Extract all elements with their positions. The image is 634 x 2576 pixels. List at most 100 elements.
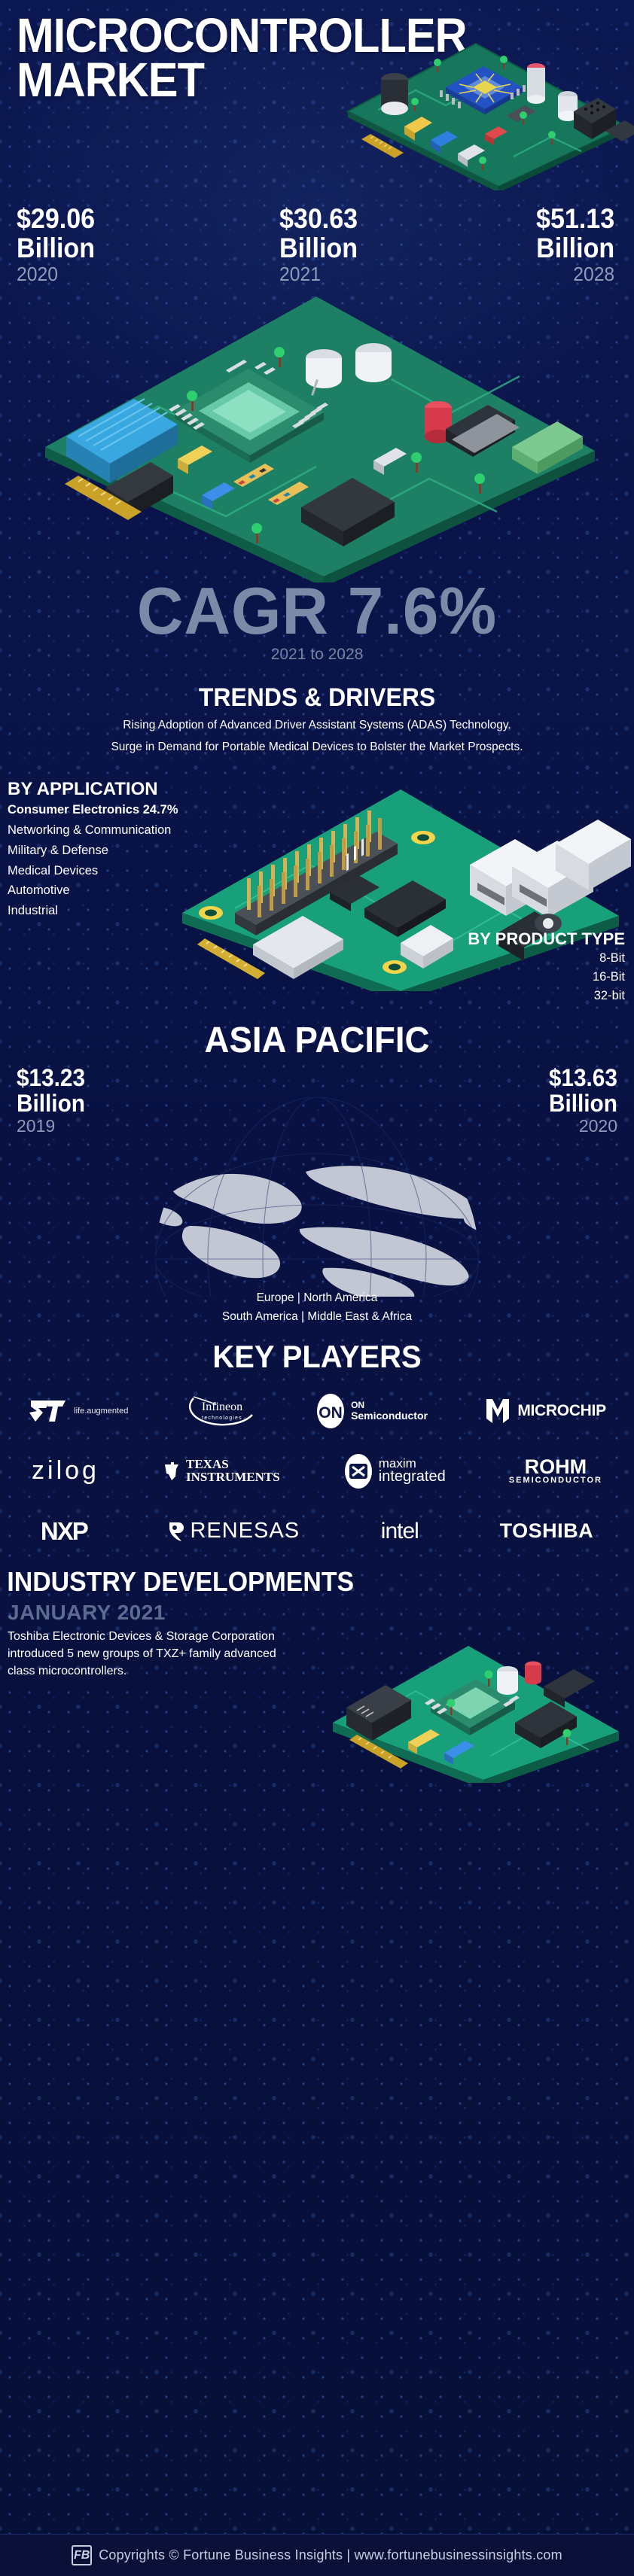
infineon-logo-tagline: technologies bbox=[202, 1416, 242, 1421]
globe-icon bbox=[155, 1097, 479, 1422]
microchip-logo-icon bbox=[486, 1398, 510, 1423]
market-stat-value: $30.63 bbox=[279, 203, 358, 234]
market-stat-unit: Billion bbox=[279, 232, 358, 263]
application-item: Automotive bbox=[8, 884, 70, 898]
large-circuit-board-illustration bbox=[0, 289, 634, 588]
large-circuit-board-isometric-icon bbox=[45, 297, 595, 588]
application-item: Medical Devices bbox=[8, 863, 99, 877]
market-stat-year: 2020 bbox=[17, 262, 58, 285]
trends-title: TRENDS & DRIVERS bbox=[198, 683, 436, 713]
footer-logo-text: FB bbox=[74, 2548, 90, 2562]
renesas-logo-name: RENESAS bbox=[190, 1519, 300, 1543]
toshiba-logo-name: TOSHIBA bbox=[499, 1519, 594, 1543]
ti-logo-tagline: INSTRUMENTS bbox=[186, 1469, 280, 1484]
industry-circuit-board-isometric-icon bbox=[333, 1645, 619, 1783]
circuit-board-isometric-icon bbox=[346, 42, 634, 190]
on-logo-tagline: Semiconductor bbox=[351, 1409, 428, 1422]
regions-list: Europe | North America South America | M… bbox=[0, 1289, 634, 1327]
cagr-value: CAGR 7.6% bbox=[136, 573, 498, 649]
cagr-period: 2021 to 2028 bbox=[270, 646, 364, 664]
st-logo-icon bbox=[29, 1400, 66, 1422]
page-title: MICROCONTROLLER MARKET bbox=[17, 11, 591, 104]
infineon-logo-icon: Infineon technologies bbox=[188, 1395, 253, 1425]
rohm-logo-tagline: SEMICONDUCTOR bbox=[508, 1476, 602, 1486]
region-stat-year: 2019 bbox=[17, 1116, 56, 1136]
market-stat-year: 2021 bbox=[279, 262, 322, 285]
product-type-item: 8-Bit bbox=[599, 951, 625, 966]
renesas-logo-mark-icon bbox=[169, 1522, 184, 1541]
on-logo-name: ON bbox=[351, 1399, 365, 1410]
texas-instruments-state-icon bbox=[165, 1461, 178, 1480]
market-stat-2021: $30.63 Billion 2021 bbox=[279, 203, 364, 286]
logo-texas-instruments: TEXAS INSTRUMENTS bbox=[163, 1450, 280, 1492]
industry-developments-title: INDUSTRY DEVELOPMENTS bbox=[7, 1565, 355, 1597]
application-list-block: BY APPLICATION Consumer Electronics 24.7… bbox=[8, 779, 178, 920]
logo-st: life.augmented bbox=[28, 1390, 128, 1432]
industry-developments-section: INDUSTRY DEVELOPMENTS JANUARY 2021 Toshi… bbox=[0, 1566, 634, 1799]
single-board-computer-isometric-icon bbox=[182, 789, 631, 992]
region-title: ASIA PACIFIC bbox=[204, 1020, 430, 1061]
key-players-section: KEY PLAYERS life.augmented bbox=[0, 1339, 634, 1562]
key-players-title: KEY PLAYERS bbox=[212, 1338, 422, 1374]
application-item: Industrial bbox=[8, 903, 58, 917]
region-stat-value: $13.23 bbox=[17, 1064, 86, 1092]
ti-logo-name: TEXAS bbox=[186, 1456, 229, 1471]
market-stat-value: $51.13 bbox=[535, 203, 614, 234]
logo-maxim-integrated: maxim integrated bbox=[343, 1450, 446, 1492]
footer-copyright-text: Copyrights © Fortune Business Insights |… bbox=[99, 2547, 562, 2562]
logo-row: zilog TEXAS INSTRUMENTS bbox=[0, 1441, 634, 1501]
by-application-title: BY APPLICATION bbox=[8, 779, 158, 800]
st-logo-tagline: life.augmented bbox=[74, 1406, 129, 1416]
zilog-logo-name: zilog bbox=[32, 1456, 99, 1486]
logo-renesas: RENESAS bbox=[168, 1510, 300, 1553]
industry-developments-date: JANUARY 2021 bbox=[8, 1600, 166, 1624]
market-stat-2020: $29.06 Billion 2020 bbox=[17, 203, 102, 286]
region-stat-unit: Billion bbox=[17, 1090, 85, 1118]
infineon-logo-name: Infineon bbox=[202, 1401, 242, 1413]
maxim-logo-name: maxim bbox=[378, 1456, 416, 1471]
rohm-logo-name: ROHM bbox=[524, 1455, 587, 1478]
market-stat-value: $29.06 bbox=[17, 203, 96, 234]
nxp-logo-name: NXP bbox=[40, 1516, 89, 1545]
header-section: MICROCONTROLLER MARKET bbox=[0, 0, 634, 190]
region-stat-2020: $13.63 Billion 2020 bbox=[544, 1064, 617, 1137]
market-stats-row: $29.06 Billion 2020 $30.63 Billion 2021 … bbox=[0, 188, 634, 286]
fortune-business-insights-logo-icon: FB bbox=[72, 2545, 93, 2565]
page-title-line-1: MICROCONTROLLER bbox=[17, 8, 468, 62]
microchip-logo-name: MICROCHIP bbox=[517, 1401, 606, 1419]
logo-infineon: Infineon technologies bbox=[184, 1390, 260, 1432]
trend-line-1: Rising Adoption of Advanced Driver Assis… bbox=[123, 719, 511, 732]
application-item: Consumer Electronics 24.7% bbox=[8, 803, 178, 817]
logo-row: life.augmented Infineon technologies bbox=[0, 1381, 634, 1441]
product-type-block: BY PRODUCT TYPE 8-Bit 16-Bit 32-bit bbox=[468, 929, 625, 1005]
region-stat-year: 2020 bbox=[578, 1116, 617, 1136]
svg-text:ON: ON bbox=[319, 1404, 343, 1422]
region-stat-value: $13.63 bbox=[548, 1064, 617, 1092]
application-item: Military & Defense bbox=[8, 843, 108, 857]
logo-zilog: zilog bbox=[32, 1450, 99, 1492]
by-product-type-title: BY PRODUCT TYPE bbox=[468, 929, 625, 949]
region-stats-row: $13.23 Billion 2019 $13.63 Billion 2020 bbox=[0, 1061, 634, 1137]
application-section: BY APPLICATION Consumer Electronics 24.7… bbox=[0, 765, 634, 1014]
logo-on-semiconductor: ON ON Semiconductor bbox=[315, 1390, 428, 1432]
on-semiconductor-logo-icon: ON bbox=[317, 1393, 345, 1428]
cagr-section: CAGR 7.6% 2021 to 2028 bbox=[0, 578, 634, 664]
product-type-item: 32-bit bbox=[593, 988, 625, 1002]
maxim-logo-tagline: integrated bbox=[378, 1468, 446, 1486]
logo-row: NXP RENESAS intel TOSHIBA bbox=[0, 1501, 634, 1562]
application-item: Networking & Communication bbox=[8, 823, 172, 838]
regions-line-1: Europe | North America bbox=[256, 1291, 378, 1305]
trends-section: TRENDS & DRIVERS Rising Adoption of Adva… bbox=[0, 683, 634, 756]
industry-developments-body: Toshiba Electronic Devices & Storage Cor… bbox=[8, 1629, 276, 1677]
logo-intel: intel bbox=[381, 1510, 419, 1553]
maxim-logo-mark-icon bbox=[344, 1453, 372, 1489]
market-stat-year: 2028 bbox=[573, 262, 614, 285]
region-stat-2019: $13.23 Billion 2019 bbox=[17, 1064, 90, 1137]
trend-line-2: Surge in Demand for Portable Medical Dev… bbox=[111, 741, 523, 754]
market-stat-unit: Billion bbox=[535, 232, 614, 263]
market-stat-2028: $51.13 Billion 2028 bbox=[529, 203, 614, 286]
regions-line-2: South America | Middle East & Africa bbox=[221, 1309, 413, 1323]
globe-illustration bbox=[0, 1078, 634, 1422]
key-players-logo-grid: life.augmented Infineon technologies bbox=[0, 1381, 634, 1562]
